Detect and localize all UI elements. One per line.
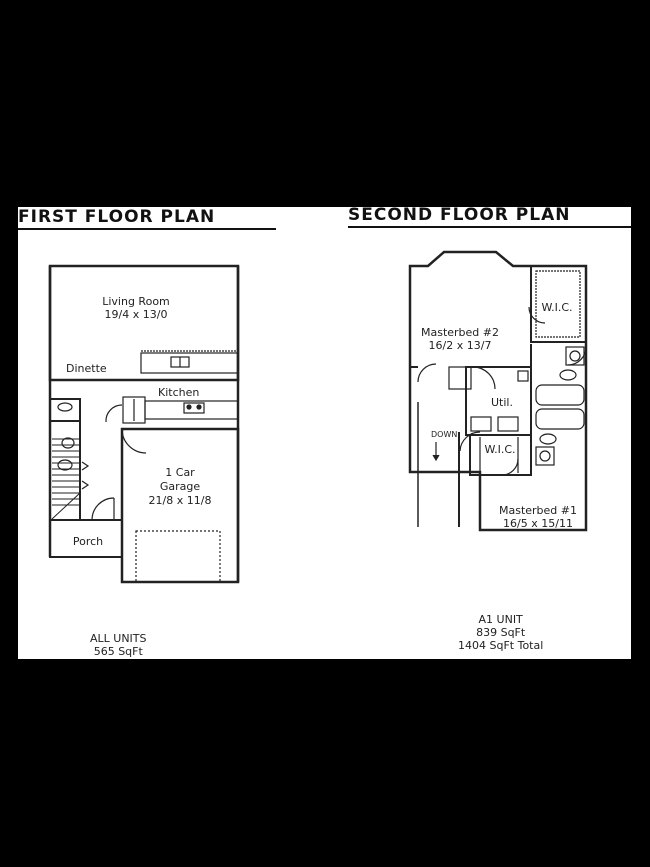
masterbed1-dims: 16/5 x 15/11 <box>503 517 573 530</box>
masterbed2-label: Masterbed #2 <box>421 326 499 339</box>
garage-label-1: 1 Car <box>165 466 195 479</box>
first-floor-caption: ALL UNITS 565 SqFt <box>90 632 147 658</box>
kitchen-label: Kitchen <box>158 386 199 399</box>
dinette-label: Dinette <box>66 362 107 375</box>
floor-plan-drawing: Living Room 19/4 x 13/0 Dinette Kitchen … <box>48 250 588 584</box>
first-floor-caption-line1: ALL UNITS <box>90 632 147 645</box>
living-room-label: Living Room <box>102 295 170 308</box>
masterbed2-dims: 16/2 x 13/7 <box>429 339 492 352</box>
living-room-dims: 19/4 x 13/0 <box>105 308 168 321</box>
wic-mid-label: W.I.C. <box>484 443 515 456</box>
second-floor-plan <box>408 250 588 532</box>
masterbed1-label: Masterbed #1 <box>499 504 577 517</box>
floor-plan-panel: FIRST FLOOR PLAN SECOND FLOOR PLAN <box>18 205 631 659</box>
garage-label-2: Garage <box>160 480 201 493</box>
second-floor-caption: A1 UNIT 839 SqFt 1404 SqFt Total <box>458 613 543 652</box>
second-floor-title: SECOND FLOOR PLAN <box>348 205 631 228</box>
second-floor-caption-line1: A1 UNIT <box>478 613 523 626</box>
stairs-down-label: DOWN <box>431 430 457 439</box>
wic-top-label: W.I.C. <box>541 301 572 314</box>
second-floor-caption-line3: 1404 SqFt Total <box>458 639 544 652</box>
first-floor-caption-line2: 565 SqFt <box>93 645 143 658</box>
first-floor-plan <box>48 264 240 584</box>
second-floor-caption-line2: 839 SqFt <box>476 626 526 639</box>
porch-label: Porch <box>73 535 103 548</box>
first-floor-title: FIRST FLOOR PLAN <box>18 207 276 230</box>
garage-dims: 21/8 x 11/8 <box>149 494 212 507</box>
util-label: Util. <box>491 396 513 409</box>
